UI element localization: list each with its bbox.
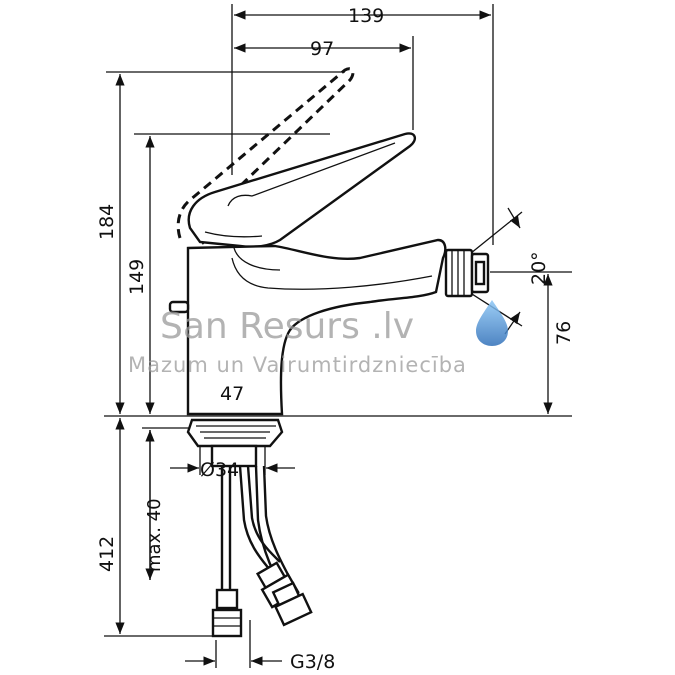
label-97: 97 — [310, 38, 334, 60]
extension-lines — [104, 4, 572, 668]
faucet-body — [168, 132, 490, 638]
hose-fitting-3 — [271, 581, 313, 627]
watermark: San Resurs .lv Mazum un Vairumtirdzniecī… — [128, 300, 508, 377]
lever-handle — [187, 132, 417, 248]
threaded-shank — [210, 444, 258, 468]
watermark-subtitle: Mazum un Vairumtirdzniecība — [128, 353, 467, 377]
outlet-nozzle — [444, 248, 490, 298]
watermark-title: San Resurs .lv — [160, 306, 414, 347]
dimension-lines — [115, 10, 553, 666]
water-drop-icon — [476, 300, 508, 346]
base-plate — [186, 418, 284, 448]
label-76: 76 — [553, 321, 575, 345]
supply-hose-2 — [238, 465, 271, 571]
label-149: 149 — [126, 259, 148, 295]
label-47: 47 — [220, 383, 244, 405]
hose-fitting-1 — [211, 588, 243, 638]
label-184: 184 — [96, 204, 118, 240]
label-g38: G3/8 — [290, 651, 335, 673]
pop-up-knob — [168, 300, 190, 314]
label-angle-20: 20° — [528, 251, 550, 285]
dimension-labels: 139 97 184 149 76 20° 47 Ø34 412 max. 40… — [96, 5, 575, 673]
label-d34: Ø34 — [200, 459, 239, 481]
label-139: 139 — [348, 5, 384, 27]
label-412: 412 — [96, 536, 118, 572]
label-max-40: max. 40 — [144, 498, 165, 572]
